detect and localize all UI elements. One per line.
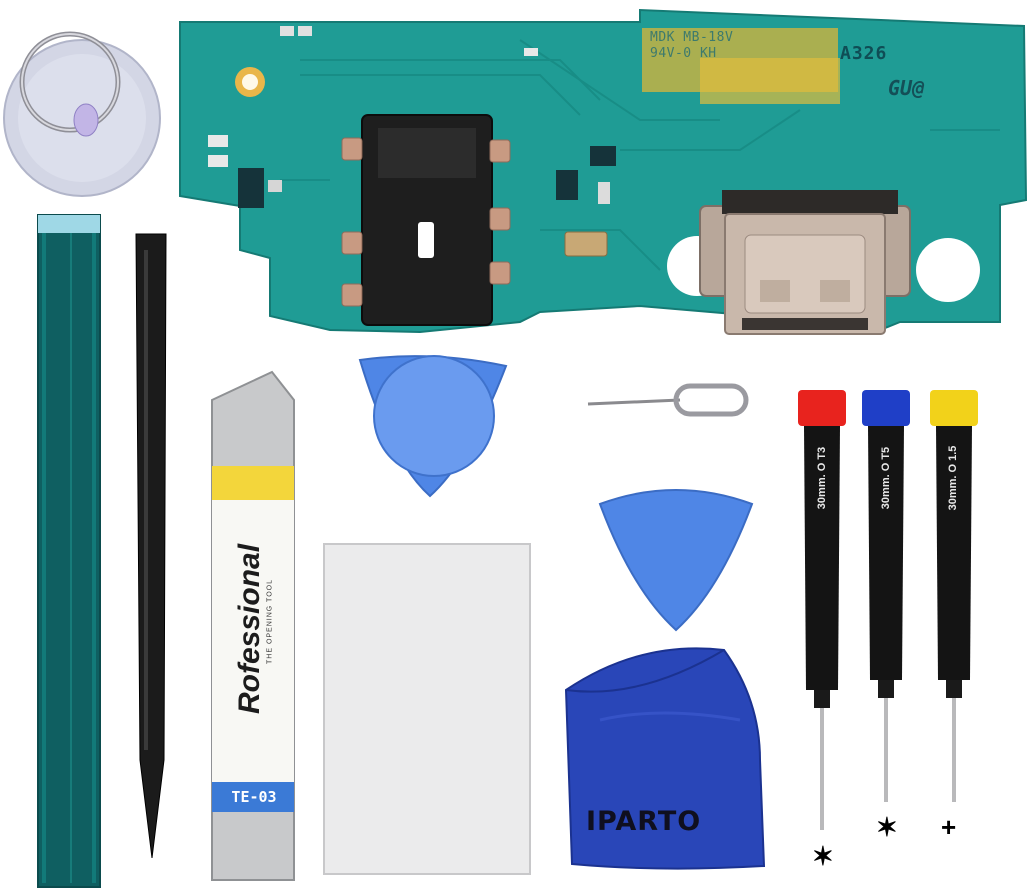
sim-eject-pin: [587, 383, 749, 417]
board-logo: GU@: [888, 76, 925, 100]
black-spudger: [135, 233, 167, 859]
torx-tip-icon: ✶: [812, 841, 834, 871]
board-marking: MDK MB-18V 94V-0 KH: [650, 30, 733, 62]
screwdriver-1-5: [930, 390, 978, 802]
charging-port-board: [179, 8, 1028, 335]
screwdriver-label-t3: 30mm. O T3: [816, 446, 828, 510]
suction-cup: [3, 31, 161, 197]
screwdriver-label-t5: 30mm. O T5: [880, 446, 892, 510]
phillips-tip-icon: +: [941, 812, 957, 842]
cloth-brand: IPARTO: [586, 806, 702, 837]
cleaning-cloth: [564, 647, 766, 870]
board-marking-line2: 94V-0 KH: [650, 46, 717, 61]
triangle-pick-lower: [598, 489, 754, 632]
protective-film: [323, 543, 531, 875]
spudger-subtitle: THE OPENING TOOL: [266, 579, 274, 664]
metal-spudger: [211, 370, 295, 881]
triangle-pick-upper: [358, 355, 508, 498]
screwdriver-label-1-5: 30mm. O 1.5: [947, 445, 959, 511]
torx-tip-icon: ✶: [876, 812, 898, 842]
board-marking-line1: MDK MB-18V: [650, 30, 734, 45]
adhesive-strip: [37, 214, 101, 888]
screwdriver-t3: [798, 390, 846, 830]
spudger-brand: Rofessional: [233, 543, 266, 714]
spudger-code: TE-03: [231, 788, 277, 806]
screwdriver-t5: [862, 390, 910, 802]
board-model-code: A326: [840, 43, 888, 64]
